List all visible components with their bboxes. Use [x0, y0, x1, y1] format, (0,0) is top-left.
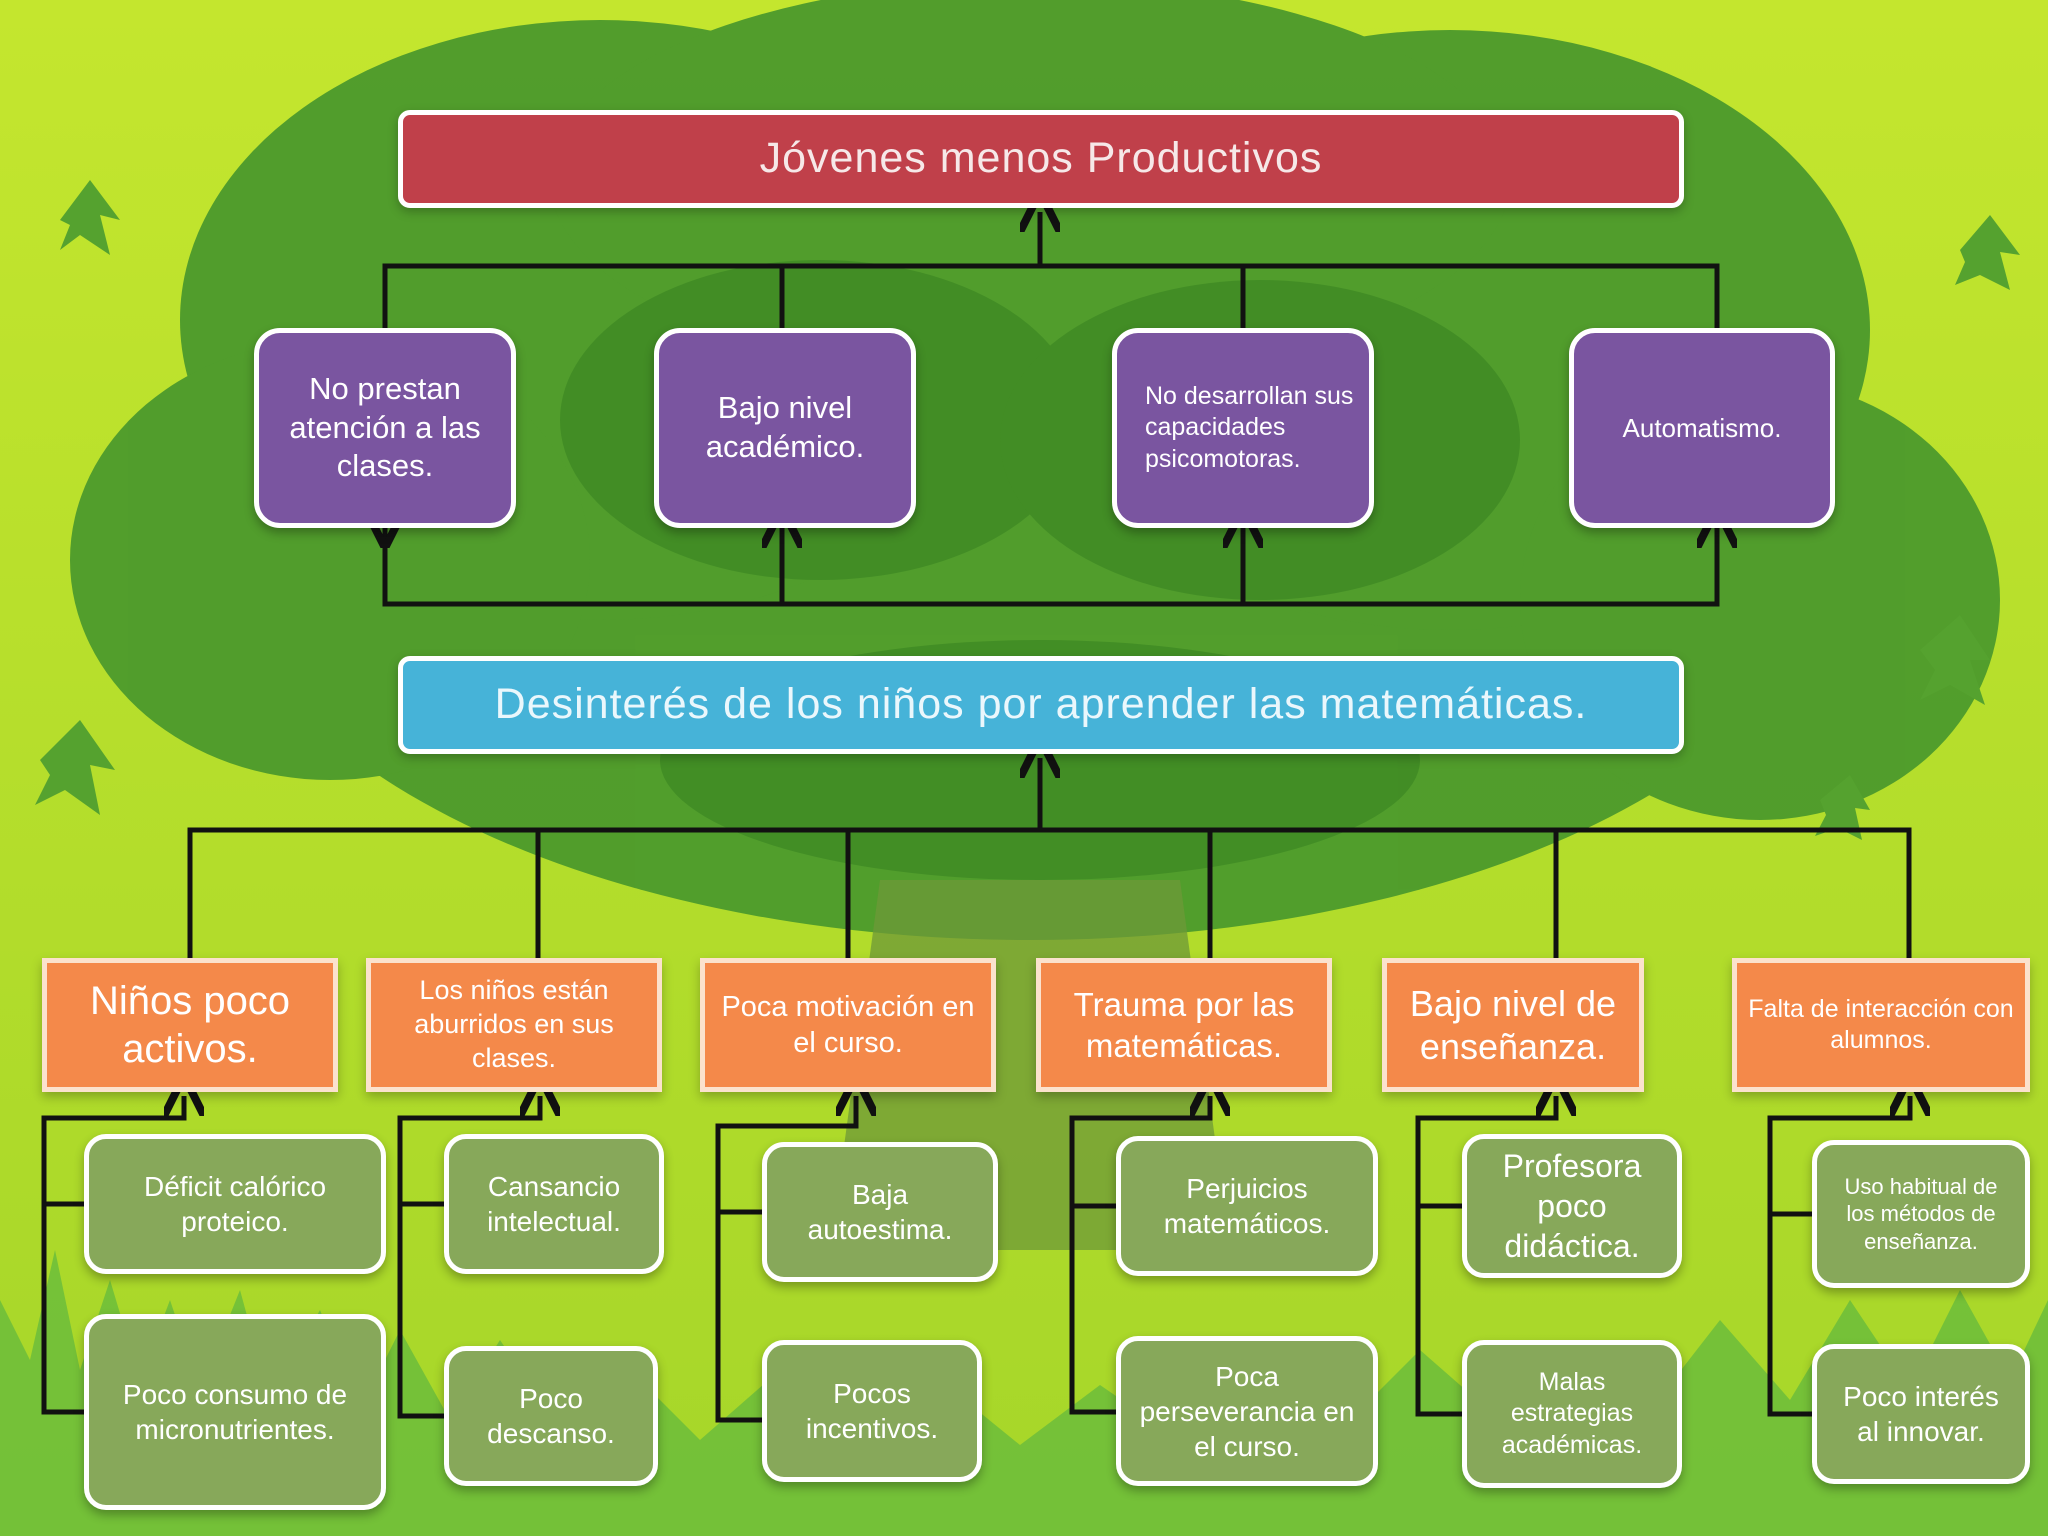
cause-label-6: Falta de interacción con alumnos. — [1748, 994, 2014, 1054]
subcause-label-3-1: Baja autoestima. — [807, 1179, 953, 1245]
subcause-box-4-1: Perjuicios matemáticos. — [1116, 1136, 1378, 1276]
subcause-label-1-1: Déficit calórico proteico. — [143, 1171, 327, 1237]
cause-box-3: Poca motivación en el curso. — [700, 958, 996, 1092]
subcause-label-4-1: Perjuicios matemáticos. — [1163, 1173, 1331, 1239]
subcause-label-1-2: Poco consumo de micronutrientes. — [122, 1379, 348, 1445]
consequence-label-4: Automatismo. — [1622, 412, 1782, 443]
cause-label-1: Niños poco activos. — [89, 979, 291, 1071]
connector-problem-to-consequences — [385, 528, 1717, 607]
consequence-box-4: Automatismo. — [1569, 328, 1835, 528]
subcause-box-6-2: Poco interés al innovar. — [1812, 1344, 2030, 1484]
connector-subcauses-to-cause-1 — [41, 1096, 184, 1415]
consequence-box-3: No desarrollan sus capacidades psicomoto… — [1112, 328, 1374, 528]
consequence-label-1: No prestan atención a las clases. — [289, 370, 481, 484]
subcause-label-5-1: Profesora poco didáctica. — [1502, 1148, 1642, 1264]
connector-subcauses-to-cause-6 — [1767, 1096, 1910, 1417]
subcause-label-6-2: Poco interés al innovar. — [1843, 1381, 1999, 1447]
consequence-label-3: No desarrollan sus capacidades psicomoto… — [1145, 382, 1354, 473]
connector-causes-to-problem — [187, 827, 1912, 958]
subcause-label-2-1: Cansancio intelectual. — [487, 1171, 621, 1237]
cause-box-1: Niños poco activos. — [42, 958, 338, 1092]
consequence-box-2: Bajo nivel académico. — [654, 328, 916, 528]
subcause-label-6-1: Uso habitual de los métodos de enseñanza… — [1844, 1173, 1998, 1254]
subcause-box-1-2: Poco consumo de micronutrientes. — [84, 1314, 386, 1510]
subcause-label-5-2: Malas estrategias académicas. — [1501, 1368, 1643, 1459]
subcause-box-5-2: Malas estrategias académicas. — [1462, 1340, 1682, 1488]
subcause-box-2-2: Poco descanso. — [444, 1346, 658, 1486]
consequence-label-2: Bajo nivel académico. — [705, 390, 865, 464]
subcause-box-6-1: Uso habitual de los métodos de enseñanza… — [1812, 1140, 2030, 1288]
subcause-box-1-1: Déficit calórico proteico. — [84, 1134, 386, 1274]
connector-consequences-to-effect — [382, 263, 1720, 328]
cause-label-5: Bajo nivel de enseñanza. — [1409, 982, 1617, 1067]
subcause-label-3-2: Pocos incentivos. — [805, 1378, 939, 1444]
problem-box: Desinterés de los niños por aprender las… — [398, 656, 1684, 754]
subcause-box-3-2: Pocos incentivos. — [762, 1340, 982, 1482]
cause-label-2: Los niños están aburridos en sus clases. — [414, 975, 614, 1073]
connector-subcauses-to-cause-5 — [1415, 1096, 1556, 1417]
subcause-box-2-1: Cansancio intelectual. — [444, 1134, 664, 1274]
effect-box: Jóvenes menos Productivos — [398, 110, 1684, 208]
subcause-label-2-2: Poco descanso. — [487, 1383, 615, 1449]
consequence-box-1: No prestan atención a las clases. — [254, 328, 516, 528]
cause-box-5: Bajo nivel de enseñanza. — [1382, 958, 1644, 1092]
connector-subcauses-to-cause-2 — [397, 1096, 540, 1419]
problem-label: Desinterés de los niños por aprender las… — [494, 680, 1588, 729]
effect-label: Jóvenes menos Productivos — [759, 134, 1323, 183]
subcause-box-5-1: Profesora poco didáctica. — [1462, 1134, 1682, 1278]
connector-subcauses-to-cause-3 — [715, 1096, 856, 1423]
subcause-box-3-1: Baja autoestima. — [762, 1142, 998, 1282]
cause-box-4: Trauma por las matemáticas. — [1036, 958, 1332, 1092]
cause-label-4: Trauma por las matemáticas. — [1073, 985, 1295, 1064]
leaf-accents — [35, 180, 2020, 840]
cause-label-3: Poca motivación en el curso. — [721, 990, 975, 1059]
connector-subcauses-to-cause-4 — [1069, 1096, 1210, 1415]
cause-box-6: Falta de interacción con alumnos. — [1732, 958, 2030, 1092]
subcause-label-4-2: Poca perseverancia en el curso. — [1139, 1360, 1355, 1462]
subcause-box-4-2: Poca perseverancia en el curso. — [1116, 1336, 1378, 1486]
cause-box-2: Los niños están aburridos en sus clases. — [366, 958, 662, 1092]
